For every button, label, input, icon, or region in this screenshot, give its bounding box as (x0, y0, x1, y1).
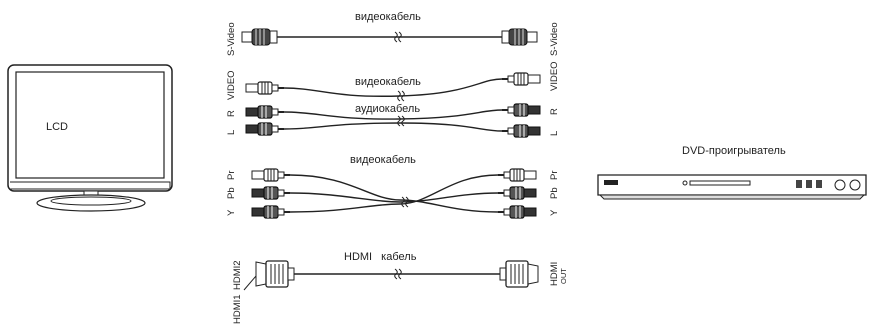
lcd-tv: LCD (7, 64, 173, 212)
component-right-y-label: Y (549, 209, 560, 216)
svg-text:HDMI кабель: HDMI кабель (344, 251, 417, 263)
composite-left-l-label: L (226, 130, 237, 135)
composite-right-r-label: R (549, 108, 560, 115)
hdmi-right-plug (499, 260, 539, 288)
hdmi-cable: HDMI кабель HDMI2 HDMI1 (232, 251, 568, 324)
composite-audio-label: аудиокабель (355, 103, 420, 115)
svideo-cable: видеокабель S-Video S-Video (226, 11, 560, 56)
component-cable-label: видеокабель (350, 154, 416, 166)
svideo-cable-label: видеокабель (355, 11, 421, 23)
hdmi-cable-label-b: кабель (381, 251, 417, 263)
component-left-pr-label: Pr (226, 171, 237, 181)
hdmi-right-out-label: OUT (559, 268, 568, 284)
dvd-player: DVD-проигрыватель (597, 145, 867, 200)
composite-left-video-label: VIDEO (226, 70, 237, 100)
svideo-left-label: S-Video (226, 22, 237, 56)
composite-right-video-label: VIDEO (549, 61, 560, 91)
hdmi-cable-label-a: HDMI (344, 251, 372, 263)
composite-left-r-label: R (226, 110, 237, 117)
dvd-player-label: DVD-проигрыватель (682, 145, 786, 157)
hdmi-left-hdmi1-label: HDMI1 (232, 294, 243, 324)
hdmi-right-hdmi-label: HDMI (549, 262, 560, 286)
hdmi-left-hdmi2-label: HDMI2 (232, 260, 243, 290)
svideo-right-label: S-Video (549, 22, 560, 56)
tv-label: LCD (46, 121, 68, 133)
composite-video-label: видеокабель (355, 76, 421, 88)
component-left-y-label: Y (226, 209, 237, 216)
component-right-pb-label: Pb (549, 187, 560, 199)
component-cable: видеокабель Pr Pb Y Pr Pb Y (226, 154, 560, 219)
component-left-pb-label: Pb (226, 187, 237, 199)
composite-av-cable: видеокабель аудиокабель VIDEO R L VIDEO … (226, 61, 560, 138)
component-right-pr-label: Pr (549, 171, 560, 181)
hdmi-left-plug (255, 260, 295, 288)
composite-right-l-label: L (549, 131, 560, 136)
